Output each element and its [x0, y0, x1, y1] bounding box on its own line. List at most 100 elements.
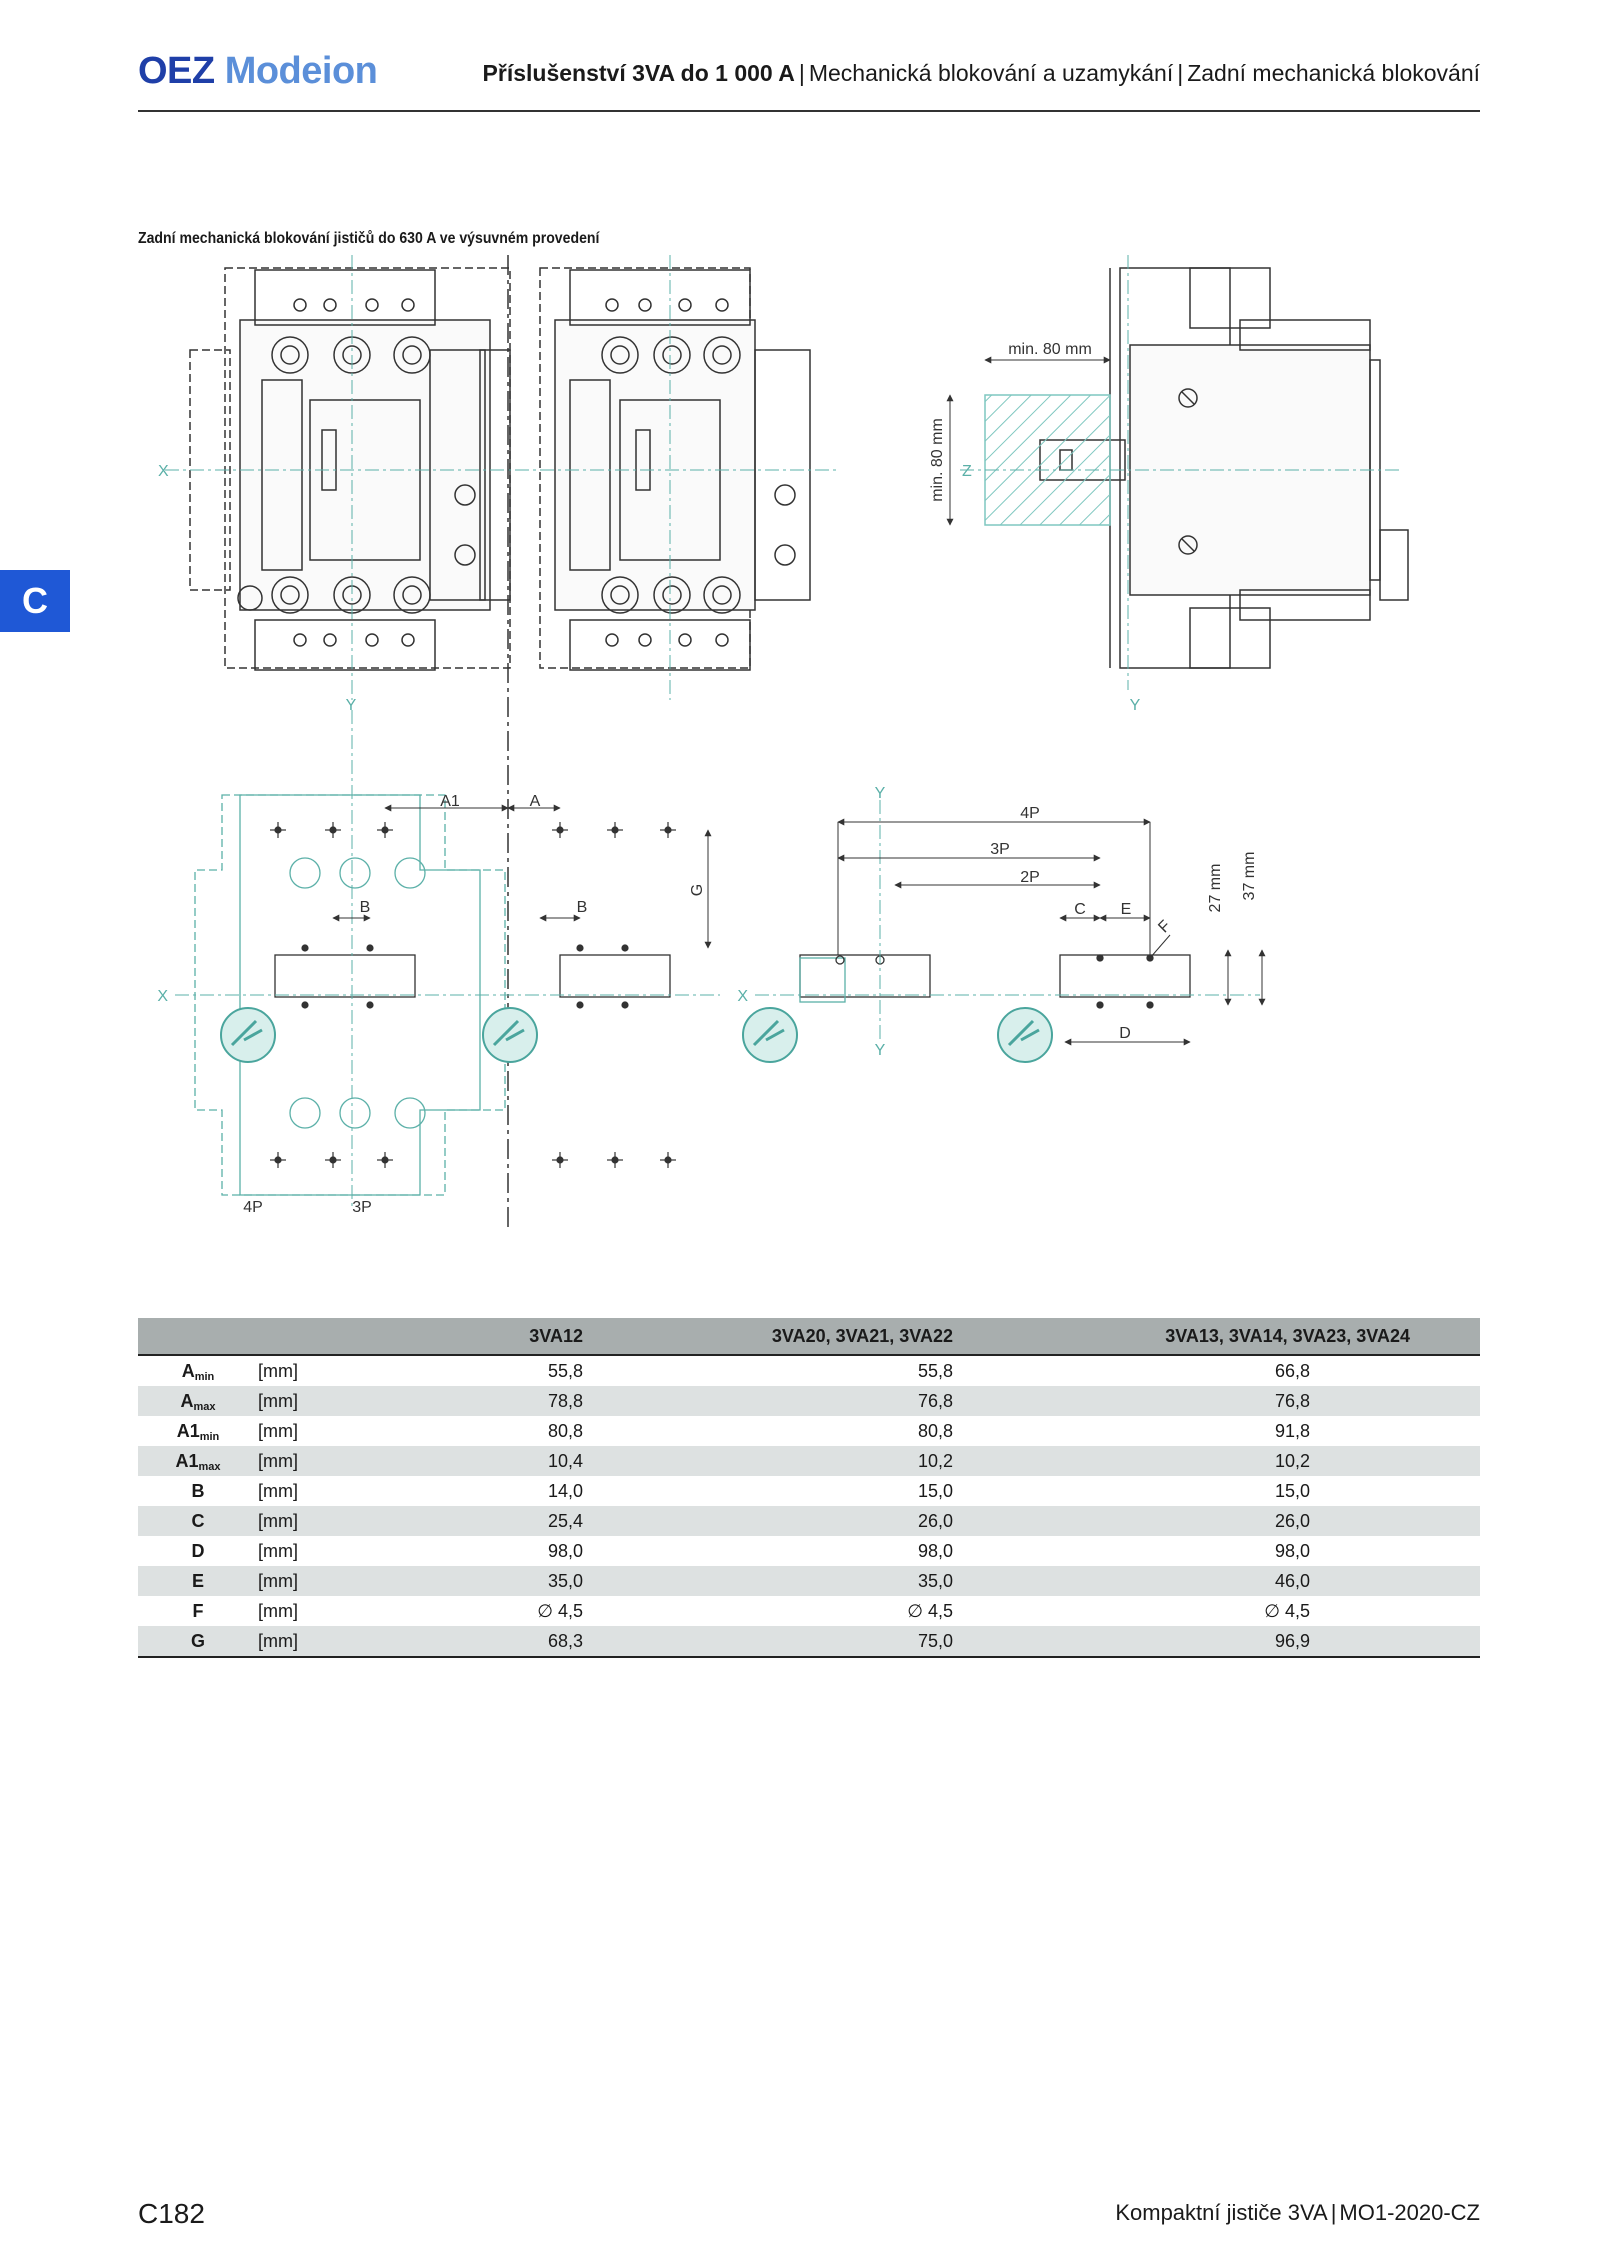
param-subscript: max	[198, 1460, 221, 1473]
param-name: A1	[175, 1450, 199, 1471]
dim-c: C	[1074, 901, 1086, 918]
centre-lines	[165, 255, 840, 700]
value-3va13: 98,0	[1274, 1540, 1310, 1561]
value-3va13: 91,8	[1274, 1420, 1310, 1441]
value-3va20: 75,0	[583, 1626, 953, 1658]
unit-cell: [mm]	[258, 1386, 418, 1416]
axis-y-label-3: Y	[875, 785, 886, 802]
logo-modeion: Modeion	[224, 50, 378, 92]
param-cell: A1max	[138, 1446, 258, 1476]
dim-d: D	[1119, 1025, 1131, 1042]
drilling-template-right	[799, 954, 1191, 1009]
value-3va20: 80,8	[917, 1420, 953, 1441]
value-3va13: 96,9	[953, 1626, 1480, 1658]
value-3va12: 35,0	[418, 1566, 583, 1596]
header-rule	[138, 110, 1480, 112]
value-3va12: 98,0	[547, 1540, 583, 1561]
param-cell: E	[138, 1566, 258, 1596]
value-3va13: 15,0	[1274, 1480, 1310, 1501]
value-3va12: 78,8	[418, 1386, 583, 1416]
drill-holes	[270, 822, 676, 1168]
value-3va20: 55,8	[917, 1360, 953, 1381]
param-name: F	[192, 1600, 204, 1621]
param-subscript: min	[194, 1370, 215, 1383]
logo-oez: OEZ	[138, 50, 215, 92]
dim-f: F	[1155, 917, 1174, 936]
value-3va20: 76,8	[583, 1386, 953, 1416]
dim-g: G	[689, 884, 706, 896]
value-3va20: 35,0	[583, 1566, 953, 1596]
param-name: D	[191, 1540, 205, 1561]
value-3va13: 26,0	[953, 1506, 1480, 1536]
table-row: F[mm]∅ 4,5∅ 4,5∅ 4,5	[138, 1596, 1480, 1626]
drill-icon	[742, 1007, 798, 1063]
value-3va20: 26,0	[583, 1506, 953, 1536]
param-name: G	[190, 1630, 205, 1651]
table-row: A1min[mm] 80,8 80,8 91,8	[138, 1416, 1480, 1446]
footer-catalog-name: Kompaktní jističe 3VA	[1115, 2200, 1328, 2225]
param-cell: Amin	[138, 1355, 258, 1386]
section-tab: C	[0, 570, 70, 632]
axis-y-label-2: Y	[1130, 697, 1141, 714]
drill-icon	[220, 1007, 276, 1063]
header-3va12: 3VA12	[418, 1318, 583, 1356]
footer-catalog: Kompaktní jističe 3VA|MO1-2020-CZ	[1115, 2200, 1480, 2225]
logo: OEZ Modeion	[138, 50, 378, 93]
param-cell: G	[138, 1626, 258, 1658]
value-3va12: ∅ 4,5	[537, 1600, 583, 1621]
param-name: A1	[176, 1420, 200, 1441]
footer-catalog-code: MO1-2020-CZ	[1339, 2200, 1480, 2225]
unit-cell: [mm]	[258, 1480, 298, 1501]
header-3va20: 3VA20, 3VA21, 3VA22	[583, 1318, 953, 1356]
dim-3p: 3P	[990, 841, 1010, 858]
value-3va12: 80,8	[547, 1420, 583, 1441]
axis-z-label: Z	[962, 463, 972, 480]
section-subtitle: Zadní mechanická blokování jističů do 63…	[138, 230, 600, 247]
drill-icon	[482, 1007, 538, 1063]
value-3va13: 76,8	[953, 1386, 1480, 1416]
param-subscript: max	[193, 1400, 216, 1413]
axis-x-label-1: X	[158, 463, 169, 480]
unit-cell: [mm]	[258, 1420, 298, 1441]
drill-icon	[997, 1007, 1053, 1063]
dim-e: E	[1121, 901, 1132, 918]
param-name: E	[191, 1570, 204, 1591]
axis-x-label-2: X	[157, 988, 168, 1005]
unit-cell: [mm]	[258, 1540, 298, 1561]
param-cell: D	[138, 1536, 258, 1566]
value-3va20: 15,0	[917, 1480, 953, 1501]
dim-27mm: 27 mm	[1207, 864, 1224, 913]
drilling-template-left	[194, 794, 671, 1196]
param-name: A	[180, 1390, 194, 1411]
value-3va13: 46,0	[953, 1566, 1480, 1596]
dim-2p: 2P	[1020, 869, 1040, 886]
axis-x-label-3: X	[737, 988, 748, 1005]
dim-a: A	[530, 793, 541, 810]
breadcrumb: Příslušenství 3VA do 1 000 A|Mechanická …	[482, 60, 1480, 86]
param-cell: A1min	[138, 1416, 258, 1446]
table-header-row: 3VA12 3VA20, 3VA21, 3VA22 3VA13, 3VA14, …	[138, 1318, 1480, 1356]
breadcrumb-part-1: Příslušenství 3VA do 1 000 A	[482, 60, 795, 86]
dim-b-2: B	[577, 899, 588, 916]
axis-y-label-4: Y	[875, 1042, 886, 1059]
value-3va13: ∅ 4,5	[1264, 1600, 1310, 1621]
breaker-front-view-1	[189, 267, 511, 671]
dim-b-1: B	[360, 899, 371, 916]
dim-37mm: 37 mm	[1241, 852, 1258, 901]
unit-cell: [mm]	[258, 1600, 298, 1621]
param-name: B	[191, 1480, 205, 1501]
dim-min80-horizontal: min. 80 mm	[1008, 341, 1092, 358]
value-3va20: 98,0	[917, 1540, 953, 1561]
clearance-zone	[984, 394, 1111, 526]
dimension-table: 3VA12 3VA20, 3VA21, 3VA22 3VA13, 3VA14, …	[138, 1318, 1480, 1658]
unit-cell: [mm]	[258, 1446, 418, 1476]
value-3va13: 66,8	[1274, 1360, 1310, 1381]
value-3va13: 10,2	[953, 1446, 1480, 1476]
param-cell: Amax	[138, 1386, 258, 1416]
param-name: C	[191, 1510, 205, 1531]
breadcrumb-part-3: Zadní mechanická blokování	[1187, 60, 1480, 86]
